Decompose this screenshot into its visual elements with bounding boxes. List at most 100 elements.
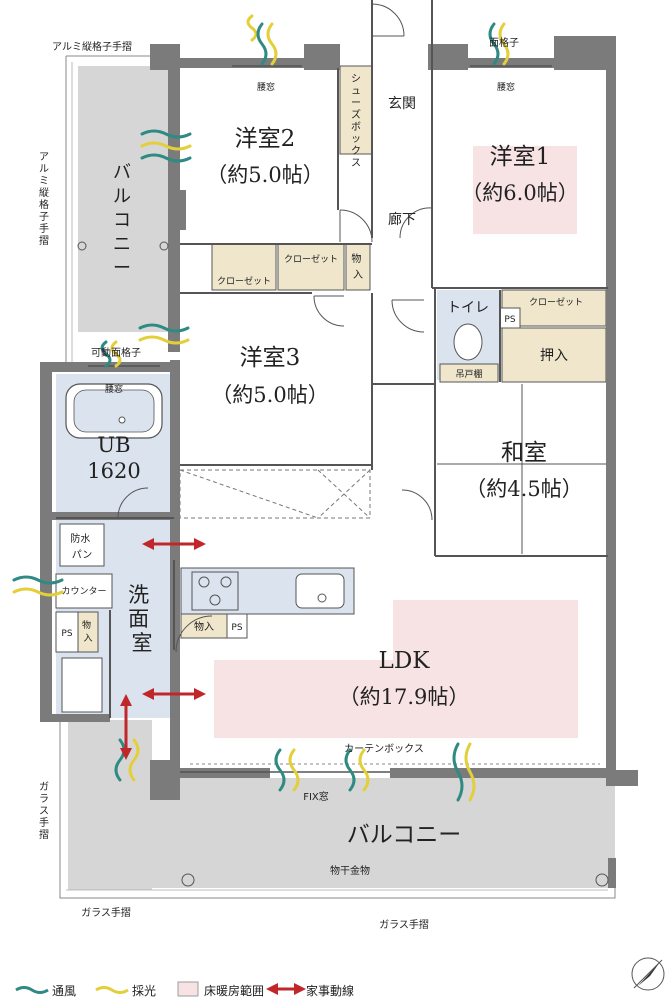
glass-rail-line-lower-left — [59, 722, 150, 899]
tsuri-shelf — [439, 363, 499, 383]
vertical-char: シ — [351, 74, 361, 85]
glass-rail-bottom-left-label: ガラス手摺 — [81, 906, 131, 919]
balcony-hook-top-right — [159, 241, 169, 251]
closet-western2 — [211, 243, 277, 291]
monohoshi-hook-right — [595, 873, 609, 887]
shoebox-label: シューズボックス — [351, 74, 361, 169]
counter-wash — [55, 573, 113, 609]
legend-arrow-label: 家事動線 — [306, 983, 354, 998]
storage-label-wash: 物 入 — [82, 619, 94, 644]
vertical-char: 摺 — [39, 828, 49, 841]
vertical-char: 縦 — [39, 186, 49, 199]
washroom-char2: 面 — [128, 607, 149, 631]
vertical-char: ー — [351, 98, 361, 109]
koshimado-ub: 腰窓 — [105, 383, 123, 395]
fix-window-label: FIX窓 — [303, 790, 329, 803]
western2-name: 洋室2 — [235, 126, 296, 152]
hallway-label: 廊下 — [388, 211, 416, 228]
glass-rail-side-label: ガラス手摺 — [39, 781, 49, 841]
legend-light-label: 採光 — [132, 984, 156, 998]
vertical-char: ュ — [351, 86, 361, 97]
alumi-rail-side-label: アルミ縦格子手摺 — [39, 152, 49, 247]
step-x2 — [317, 469, 371, 519]
curtain-box-label: カーテンボックス — [344, 743, 424, 755]
washroom-char1: 洗 — [128, 583, 149, 607]
balcony-bottom-area — [150, 778, 615, 888]
vertical-char: ガ — [39, 781, 49, 793]
koshimado-w2: 腰窓 — [257, 81, 275, 93]
legend: 通風 採光 床暖房範囲 家事動線 — [15, 981, 354, 998]
balcony-left-lower — [68, 720, 152, 890]
storage-small — [345, 243, 371, 291]
glass-rail-bottom-label: ガラス手摺 — [379, 918, 429, 931]
legend-wind-icon — [15, 986, 49, 994]
ps-wash — [55, 611, 79, 653]
ldk-name: LDK — [379, 648, 431, 674]
counter-label: カウンター — [61, 586, 106, 597]
interior-walls — [56, 0, 608, 718]
closet-western3 — [277, 243, 345, 291]
western3-size: （約5.0帖） — [211, 383, 328, 407]
ps-label-wash: PS — [61, 629, 72, 639]
window-marks — [88, 65, 552, 773]
ps-label-kitchen: PS — [231, 623, 242, 633]
storage-hall-1: 物 — [351, 252, 361, 265]
alumi-rail-top-label: アルミ縦格子手摺 — [52, 40, 132, 53]
bathtub-inner — [73, 389, 155, 433]
tsuri-label: 吊戸棚 — [455, 368, 482, 380]
ub-name: UB — [97, 433, 130, 457]
monohoshi-hook-left — [181, 873, 195, 887]
stove-icon — [191, 571, 239, 611]
compass-icon — [631, 957, 665, 991]
bouzui-pan — [59, 523, 105, 567]
step-line — [179, 469, 319, 519]
vertical-char: ア — [39, 152, 49, 163]
balcony-left-area — [78, 66, 168, 332]
vertical-char: 子 — [39, 211, 49, 223]
kadou-menkoshi-label: 可動面格子 — [91, 346, 141, 359]
closet-label-w2: クローゼット — [217, 275, 271, 287]
western2-floor — [180, 68, 338, 244]
vertical-char: ズ — [351, 108, 361, 121]
step-area — [179, 469, 371, 519]
western3-floor — [180, 295, 370, 465]
western1-size: （約6.0帖） — [461, 181, 578, 205]
bouzui-2: パン — [72, 549, 93, 561]
bouzui-1: 防水 — [70, 532, 90, 545]
legend-heat-label: 床暖房範囲 — [204, 983, 264, 998]
western1-name: 洋室1 — [490, 144, 551, 170]
balcony-bottom-label: バルコニー — [347, 822, 462, 848]
menkoshi-label: 面格子 — [489, 36, 519, 49]
western1-heat — [473, 146, 577, 234]
storage-label-kitchen: 物入 — [194, 620, 214, 633]
vertical-char: バ — [113, 162, 131, 183]
western2-size: （約5.0帖） — [206, 163, 323, 187]
monohoshi-label: 物干金物 — [330, 864, 370, 877]
ps-label-toilet: PS — [504, 315, 515, 325]
vertical-char: 摺 — [39, 234, 49, 247]
doors — [117, 3, 433, 653]
storage-wash — [77, 611, 99, 653]
legend-heat-swatch — [177, 981, 199, 997]
storage-wash-1: 物 — [82, 619, 91, 631]
japanese-name: 和室 — [501, 440, 547, 466]
washroom-char3: 室 — [132, 631, 153, 655]
japanese-size: （約4.5帖） — [465, 477, 582, 501]
storage-wash-2: 入 — [83, 633, 92, 644]
vertical-char: ッ — [351, 134, 361, 145]
entrance-label: 玄関 — [388, 95, 416, 112]
closet-label-w3: クローゼット — [284, 253, 338, 265]
legend-light-icon — [95, 986, 129, 994]
tatami-lines — [437, 384, 607, 554]
vertical-char: ス — [351, 158, 361, 169]
storage-hall-2: 入 — [353, 270, 363, 281]
ps-kitchen — [226, 613, 248, 639]
western3-name: 洋室3 — [240, 345, 301, 371]
washroom-name: 洗 面 室 — [128, 583, 156, 655]
vertical-char: 手 — [39, 222, 49, 235]
oshiire — [501, 327, 607, 383]
oshiire-label: 押入 — [540, 348, 568, 364]
koshimado-w1: 腰窓 — [497, 81, 515, 93]
balcony-hook-top-left — [77, 241, 87, 251]
